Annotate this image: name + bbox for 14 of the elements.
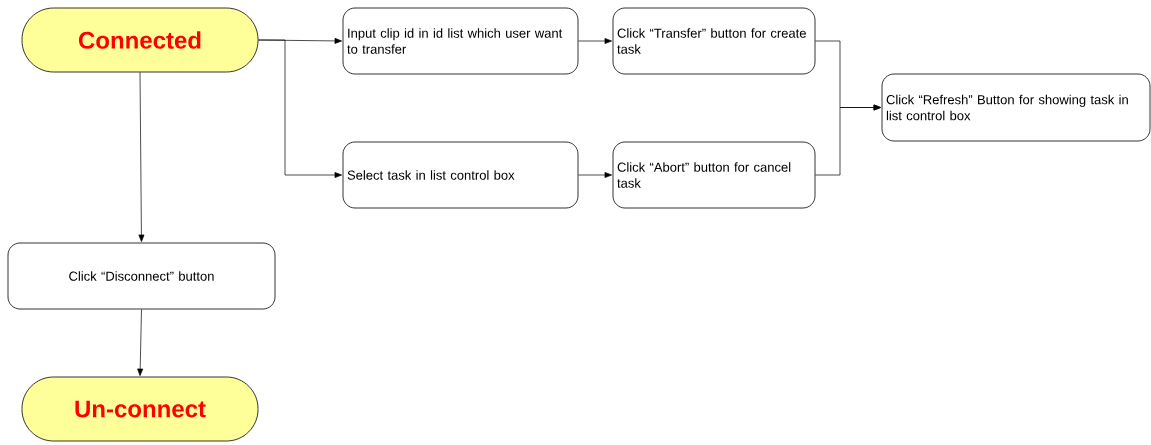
arrow	[815, 104, 881, 176]
process-box: Select task in list control box	[342, 141, 579, 209]
arrow	[137, 309, 144, 376]
process-box: Input clip id in id list which user want to transfer	[342, 7, 579, 75]
process-box: Click “Refresh” Button for showing task in list control box	[881, 73, 1151, 142]
process-box: Click “Transfer” button for create task	[612, 7, 816, 75]
state-terminal: Un-connect	[21, 376, 259, 442]
arrow	[578, 172, 612, 178]
arrow	[138, 72, 145, 242]
process-box: Click “Abort” button for cancel task	[612, 141, 816, 209]
state-terminal: Connected	[21, 7, 259, 73]
arrow	[578, 38, 612, 44]
process-box: Click “Disconnect” button	[7, 242, 276, 310]
arrow	[258, 39, 342, 178]
